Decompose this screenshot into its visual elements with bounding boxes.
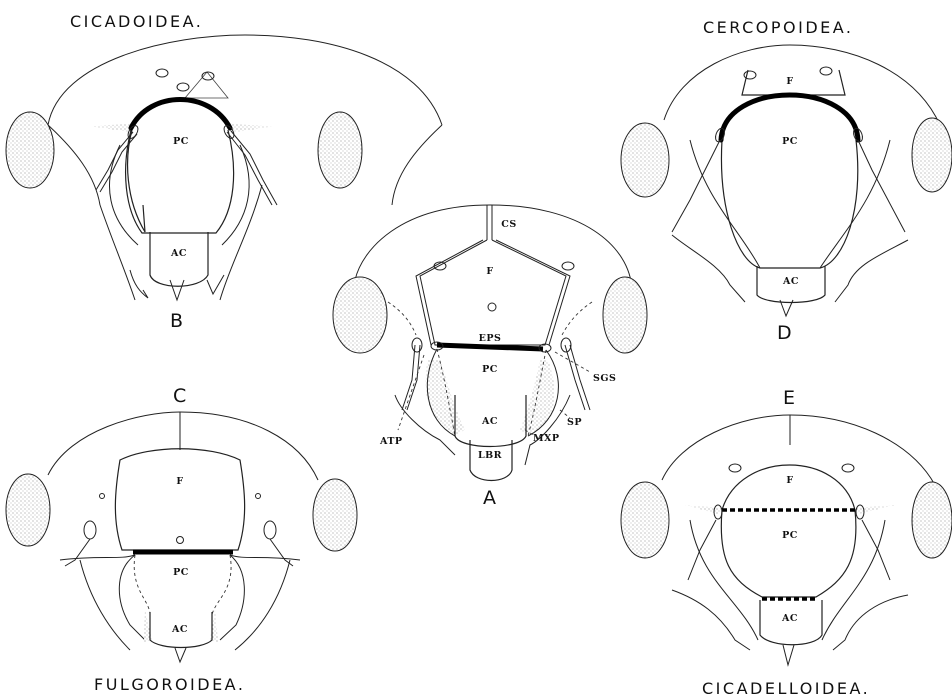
label-pc-a: PC bbox=[482, 364, 498, 375]
compound-eye-right bbox=[318, 112, 362, 188]
panel-letter-d: D bbox=[777, 322, 792, 344]
compound-eye-left bbox=[6, 112, 54, 188]
epistomal-suture-a bbox=[437, 345, 543, 349]
panel-letter-e: E bbox=[783, 387, 795, 409]
panel-letter-b: B bbox=[170, 310, 183, 332]
compound-eye-right-a bbox=[603, 277, 647, 353]
panel-letter-c: C bbox=[173, 385, 186, 407]
label-ac-c: AC bbox=[171, 624, 188, 635]
label-ac-a: AC bbox=[481, 416, 498, 427]
compound-eye-right-d bbox=[912, 118, 952, 192]
compound-eye-right-c bbox=[313, 479, 357, 551]
panel-d-cercopoidea: F PC AC D bbox=[621, 45, 952, 344]
label-eps-a: EPS bbox=[479, 333, 502, 344]
title-cicadoidea: CICADOIDEA. bbox=[70, 12, 203, 31]
label-f-e: F bbox=[786, 475, 793, 486]
panel-letter-a: A bbox=[483, 487, 496, 509]
label-pc-e: PC bbox=[782, 530, 798, 541]
label-pc-d: PC bbox=[782, 136, 798, 147]
epistomal-suture-d bbox=[721, 95, 858, 140]
panel-e-cicadelloidea: F PC AC E bbox=[621, 387, 952, 665]
title-cicadelloidea: CICADELLOIDEA. bbox=[702, 679, 870, 698]
epistomal-suture-b bbox=[131, 100, 230, 129]
label-ac-b: AC bbox=[170, 248, 187, 259]
panel-c-fulgoroidea: F PC AC C bbox=[6, 385, 357, 662]
label-f-a: F bbox=[486, 266, 493, 277]
label-mxp-a: MXP bbox=[533, 433, 560, 444]
compound-eye-left-d bbox=[621, 123, 669, 197]
label-lbr-a: LBR bbox=[478, 450, 502, 461]
ocellus-median bbox=[177, 83, 189, 91]
label-f-c: F bbox=[176, 476, 183, 487]
title-cercopoidea: CERCOPOIDEA. bbox=[703, 18, 854, 37]
label-sgs-a: SGS bbox=[593, 373, 616, 384]
label-pc-b: PC bbox=[173, 136, 189, 147]
compound-eye-left-c bbox=[6, 474, 50, 546]
label-f-d: F bbox=[786, 76, 793, 87]
label-cs-a: CS bbox=[501, 219, 516, 230]
title-fulgoroidea: FULGOROIDEA. bbox=[94, 675, 245, 694]
label-ac-e: AC bbox=[781, 613, 798, 624]
label-sp-a: SP bbox=[567, 417, 582, 428]
compound-eye-right-e bbox=[912, 482, 952, 558]
label-atp-a: ATP bbox=[379, 436, 403, 447]
label-ac-d: AC bbox=[782, 276, 799, 287]
panel-a-center: CS F EPS PC AC LBR SGS SP MXP ATP A bbox=[333, 205, 647, 509]
compound-eye-left-e bbox=[621, 482, 669, 558]
label-pc-c: PC bbox=[173, 567, 189, 578]
compound-eye-left-a bbox=[333, 277, 387, 353]
